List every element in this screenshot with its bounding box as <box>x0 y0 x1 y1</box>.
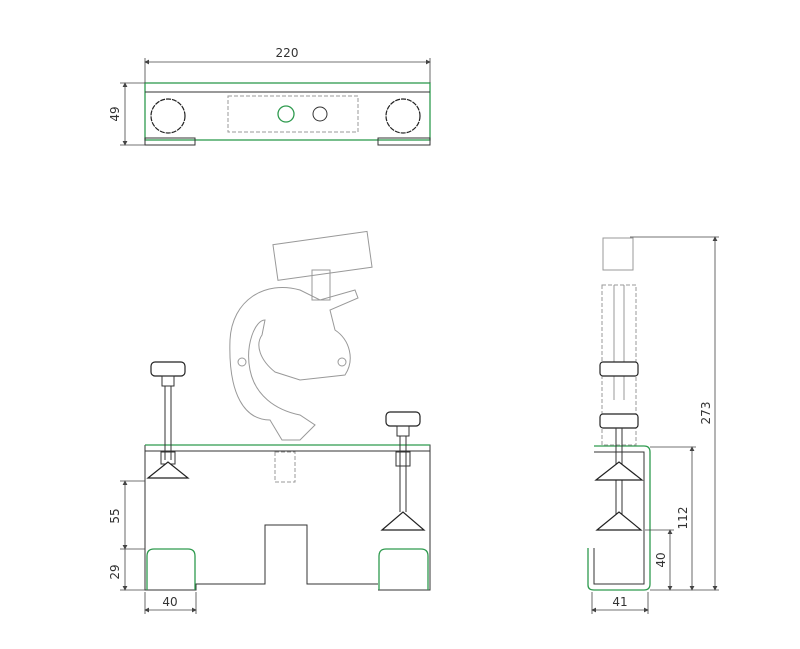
screw-left <box>146 361 190 479</box>
side-view: 273 112 40 41 <box>587 236 719 614</box>
screw-right <box>380 411 426 531</box>
dim-112: 112 <box>676 507 690 530</box>
top-plate <box>144 82 431 141</box>
dim-55: 55 <box>108 508 122 523</box>
knob-icon <box>150 98 186 134</box>
dim-49: 49 <box>108 106 122 121</box>
dim-40-front: 40 <box>162 595 177 609</box>
clamp <box>229 230 373 483</box>
dim-29: 29 <box>108 564 122 579</box>
knob-icon <box>385 98 421 134</box>
clamp-top-outline <box>227 95 359 133</box>
top-view: 220 49 <box>108 46 431 146</box>
top-foot-left <box>144 137 196 146</box>
front-bracket <box>144 444 431 591</box>
dim-40-side: 40 <box>654 552 668 567</box>
dim-220: 220 <box>276 46 299 60</box>
top-foot-right <box>377 137 431 146</box>
dim-41: 41 <box>612 595 627 609</box>
front-view: 55 29 40 <box>108 230 431 614</box>
side-bracket <box>587 445 651 591</box>
dim-273: 273 <box>699 402 713 425</box>
